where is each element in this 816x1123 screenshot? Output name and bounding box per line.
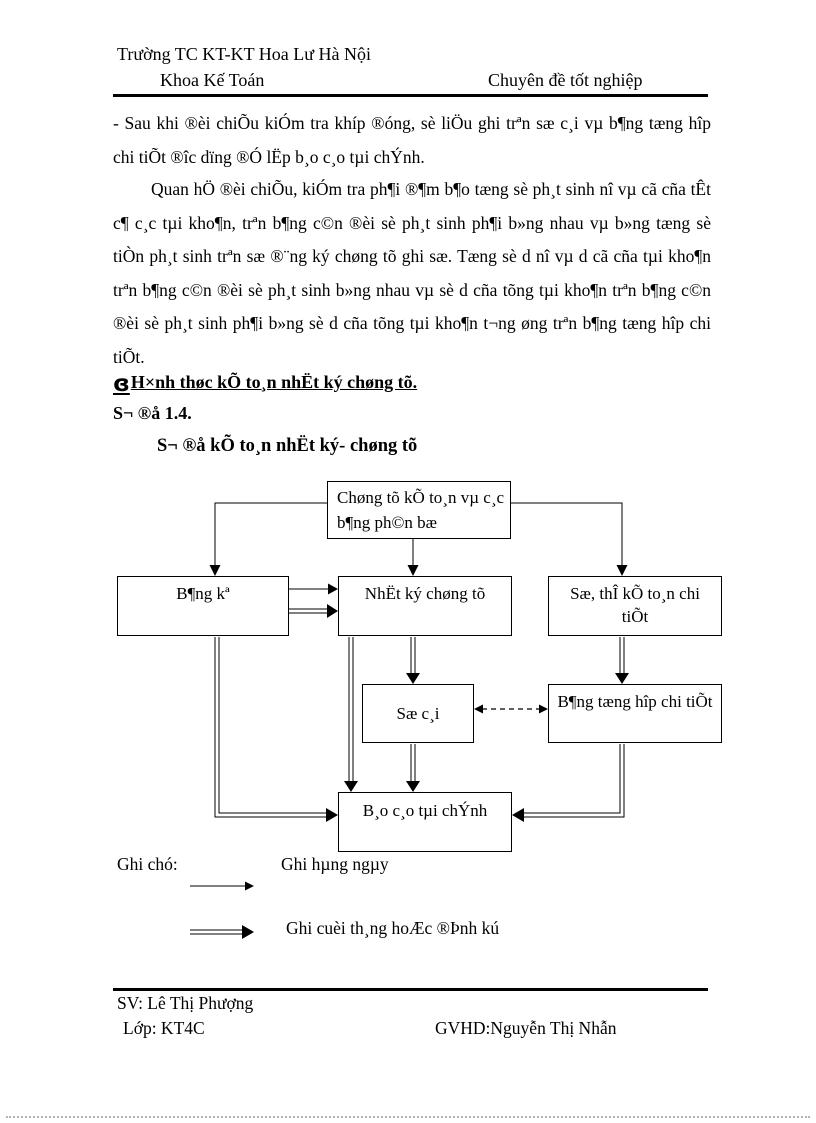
footer-advisor: GVHD:Nguyễn Thị Nhẫn bbox=[435, 1018, 617, 1038]
header-school: Trường TC KT-KT Hoa Lư Hà Nội bbox=[117, 44, 372, 64]
footer-class: Lớp: KT4C bbox=[123, 1018, 205, 1038]
box-bao-cao-tai-chinh: B¸o c¸o tµi chÝnh bbox=[338, 792, 512, 852]
paragraph-2: Quan hÖ ®èi chiÕu, kiÓm tra ph¶i ®¶m b¶o… bbox=[113, 179, 711, 367]
box-bang-ke: B¶ng kª bbox=[117, 576, 289, 636]
section-heading: ɞH×nh thøc kÕ to¸n nhËt ký chøng tõ. bbox=[113, 371, 417, 397]
header-doc-type: Chuyên đề tốt nghiệp bbox=[488, 70, 643, 90]
box-so-cai: Sæ c¸i bbox=[362, 684, 474, 743]
paragraph-1: - Sau khi ®èi chiÕu kiÓm tra khíp ®óng, … bbox=[113, 113, 711, 167]
box-bang-tong-hop: B¶ng tæng hîp chi tiÕt bbox=[548, 684, 722, 743]
diagram-title: S¬ ®å kÕ to¸n nhËt ký- chøng tõ bbox=[157, 436, 418, 456]
section-heading-text: H×nh thøc kÕ to¸n nhËt ký chøng tõ. bbox=[130, 372, 418, 392]
box-so-the-ke-toan: Sæ, thÎ kÕ to¸n chi tiÕt bbox=[548, 576, 722, 636]
legend-periodic-label: Ghi cuèi th¸ng hoÆc ®Þnh kú bbox=[286, 918, 500, 938]
footer-rule bbox=[113, 988, 708, 991]
box-chung-tu-ke-toan: Chøng tõ kÕ to¸n vµ c¸c b¶ng ph©n bæ bbox=[327, 481, 511, 539]
heading-ornament-icon: ɞ bbox=[113, 371, 130, 397]
header-department: Khoa Kế Toán bbox=[160, 70, 265, 90]
legend-daily-label: Ghi hµng ngµy bbox=[281, 854, 389, 874]
footer-student: SV: Lê Thị Phượng bbox=[117, 993, 254, 1013]
header-rule bbox=[113, 94, 708, 97]
legend-title: Ghi chó: bbox=[117, 854, 178, 874]
subheading-so-do: S¬ ®å 1.4. bbox=[113, 403, 192, 423]
box-nhat-ky-chung-tu: NhËt ký chøng tõ bbox=[338, 576, 512, 636]
page-bottom-dotted-line bbox=[6, 1116, 810, 1118]
